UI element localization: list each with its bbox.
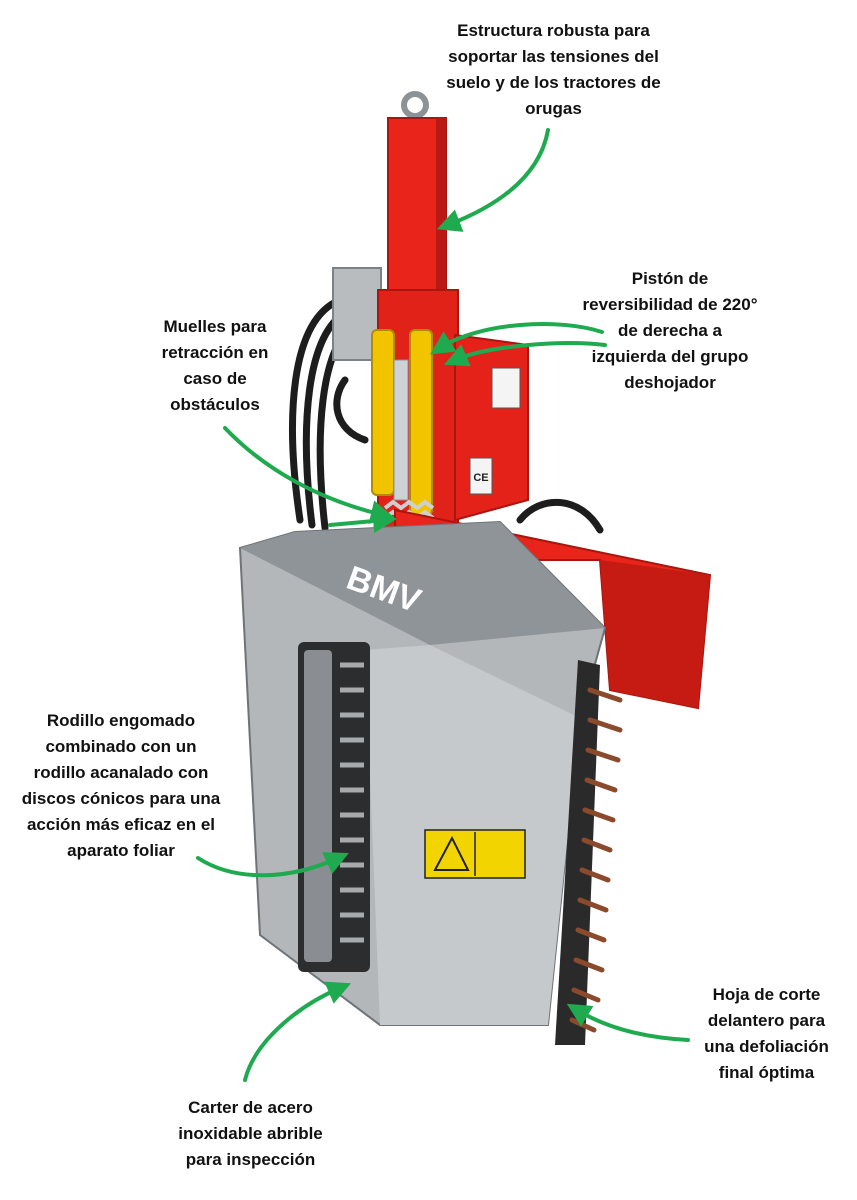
lifting-eye [401, 91, 429, 119]
arrow-piston-b [443, 341, 607, 367]
rubber-roller [304, 650, 332, 962]
arrow-rollers [196, 852, 349, 878]
callout-casing: Carter de acero inoxidable abrible para … [178, 1098, 323, 1169]
callout-structure: Estructura robusta para soportar las ten… [446, 21, 661, 118]
callout-rollers: Rodillo engomado combinado con un rodill… [21, 711, 221, 860]
arrow-blade [566, 1003, 690, 1042]
arrow-structure [436, 128, 550, 232]
ce-mark: CE [473, 472, 488, 484]
arrow-piston [429, 322, 604, 355]
reversibility-pistons [371, 329, 433, 516]
callout-springs: Muelles para retracción en caso de obstá… [161, 317, 269, 414]
callout-piston: Pistón de reversibilidad de 220° de dere… [582, 269, 758, 392]
grooved-roller [340, 662, 364, 943]
front-cutting-blade [555, 660, 623, 1045]
callout-blade: Hoja de corte delantero para una defolia… [704, 985, 829, 1082]
arrow-casing [243, 981, 352, 1082]
arrow-springs-b [328, 509, 397, 534]
arrow-springs [223, 426, 395, 524]
